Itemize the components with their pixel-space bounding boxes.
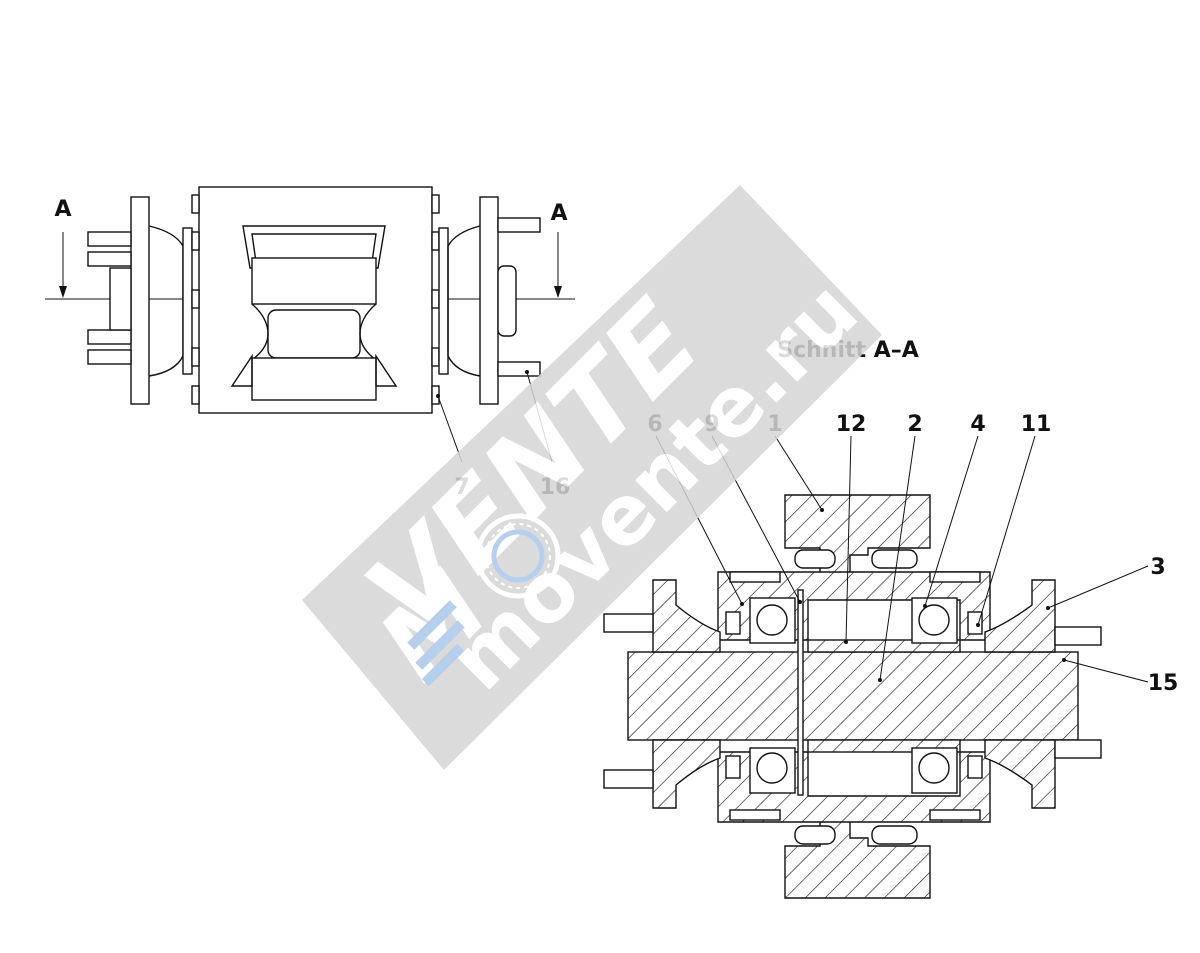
watermark-accent-icon	[407, 600, 465, 687]
bearing-left-bottom	[749, 747, 796, 794]
housing-bolt-bl	[729, 809, 781, 821]
seal-left-bottom	[725, 755, 741, 779]
callout-2: 2	[907, 412, 922, 437]
section-arrow-right	[554, 232, 562, 298]
right-flange	[479, 196, 499, 405]
stud-left-top	[603, 613, 654, 633]
left-bolts	[191, 194, 200, 405]
bottom-pin-left	[794, 825, 836, 845]
seal-right-top	[967, 611, 983, 635]
wheel-lower-left-lip	[230, 353, 253, 387]
left-flange-bottom	[652, 739, 721, 809]
callout-12: 12	[836, 412, 867, 437]
right-flange-top	[984, 579, 1056, 653]
left-stud-2	[87, 251, 132, 267]
seal-right-bottom	[967, 755, 983, 779]
right-bolts	[431, 194, 440, 405]
housing-bolt-tr	[929, 571, 981, 583]
wheel-left-groove	[251, 303, 269, 361]
housing-bolt-tl	[729, 571, 781, 583]
left-flange	[130, 196, 150, 405]
wheel-center	[267, 309, 361, 359]
top-pin-right	[871, 549, 918, 569]
callout-15: 15	[1148, 671, 1179, 696]
stud-right-top	[1054, 626, 1102, 646]
right-hub	[497, 265, 517, 337]
bottom-pin-right	[871, 825, 918, 845]
wheel-upper-flange	[242, 225, 386, 269]
bearing-right-top	[911, 597, 958, 644]
seal-left-top	[725, 611, 741, 635]
bearing-right-bottom	[911, 747, 958, 794]
left-flange-top	[652, 579, 721, 653]
axle	[627, 651, 1079, 741]
leader-7	[437, 395, 463, 463]
section-label-right: A	[550, 201, 567, 226]
left-hub	[109, 267, 132, 331]
left-stud-4	[87, 349, 132, 365]
wheel-lower-block	[251, 357, 377, 401]
callout-3: 3	[1150, 555, 1165, 580]
left-neck	[148, 225, 184, 377]
housing-bolt-br	[929, 809, 981, 821]
section-label-left: A	[54, 197, 71, 222]
right-neck	[447, 225, 481, 377]
right-stud-1	[497, 217, 541, 233]
right-stud-2	[497, 361, 541, 377]
left-stud-3	[87, 329, 132, 345]
watermark-logo-icon	[475, 513, 561, 599]
left-stud-1	[87, 231, 132, 247]
callout-4: 4	[970, 412, 985, 437]
callout-11: 11	[1021, 412, 1052, 437]
left-collar	[182, 227, 193, 375]
wheel-lower-right-lip	[375, 353, 398, 387]
stud-right-bottom	[1054, 739, 1102, 759]
section-view: Schnitt A–A 6 9 1 12 2 4 11 3 15	[603, 338, 1179, 899]
top-view: A A 7 16	[45, 186, 575, 500]
right-flange-bottom	[984, 739, 1056, 809]
top-pin-left	[794, 549, 836, 569]
section-arrow-left	[59, 232, 67, 298]
bearing-left-top	[749, 597, 796, 644]
wheel-right-groove	[359, 303, 377, 361]
vertical-pin	[797, 589, 804, 796]
right-collar	[438, 227, 449, 375]
watermark-band	[302, 185, 882, 770]
stud-left-bottom	[603, 769, 654, 789]
wheel-upper-block	[251, 257, 377, 305]
